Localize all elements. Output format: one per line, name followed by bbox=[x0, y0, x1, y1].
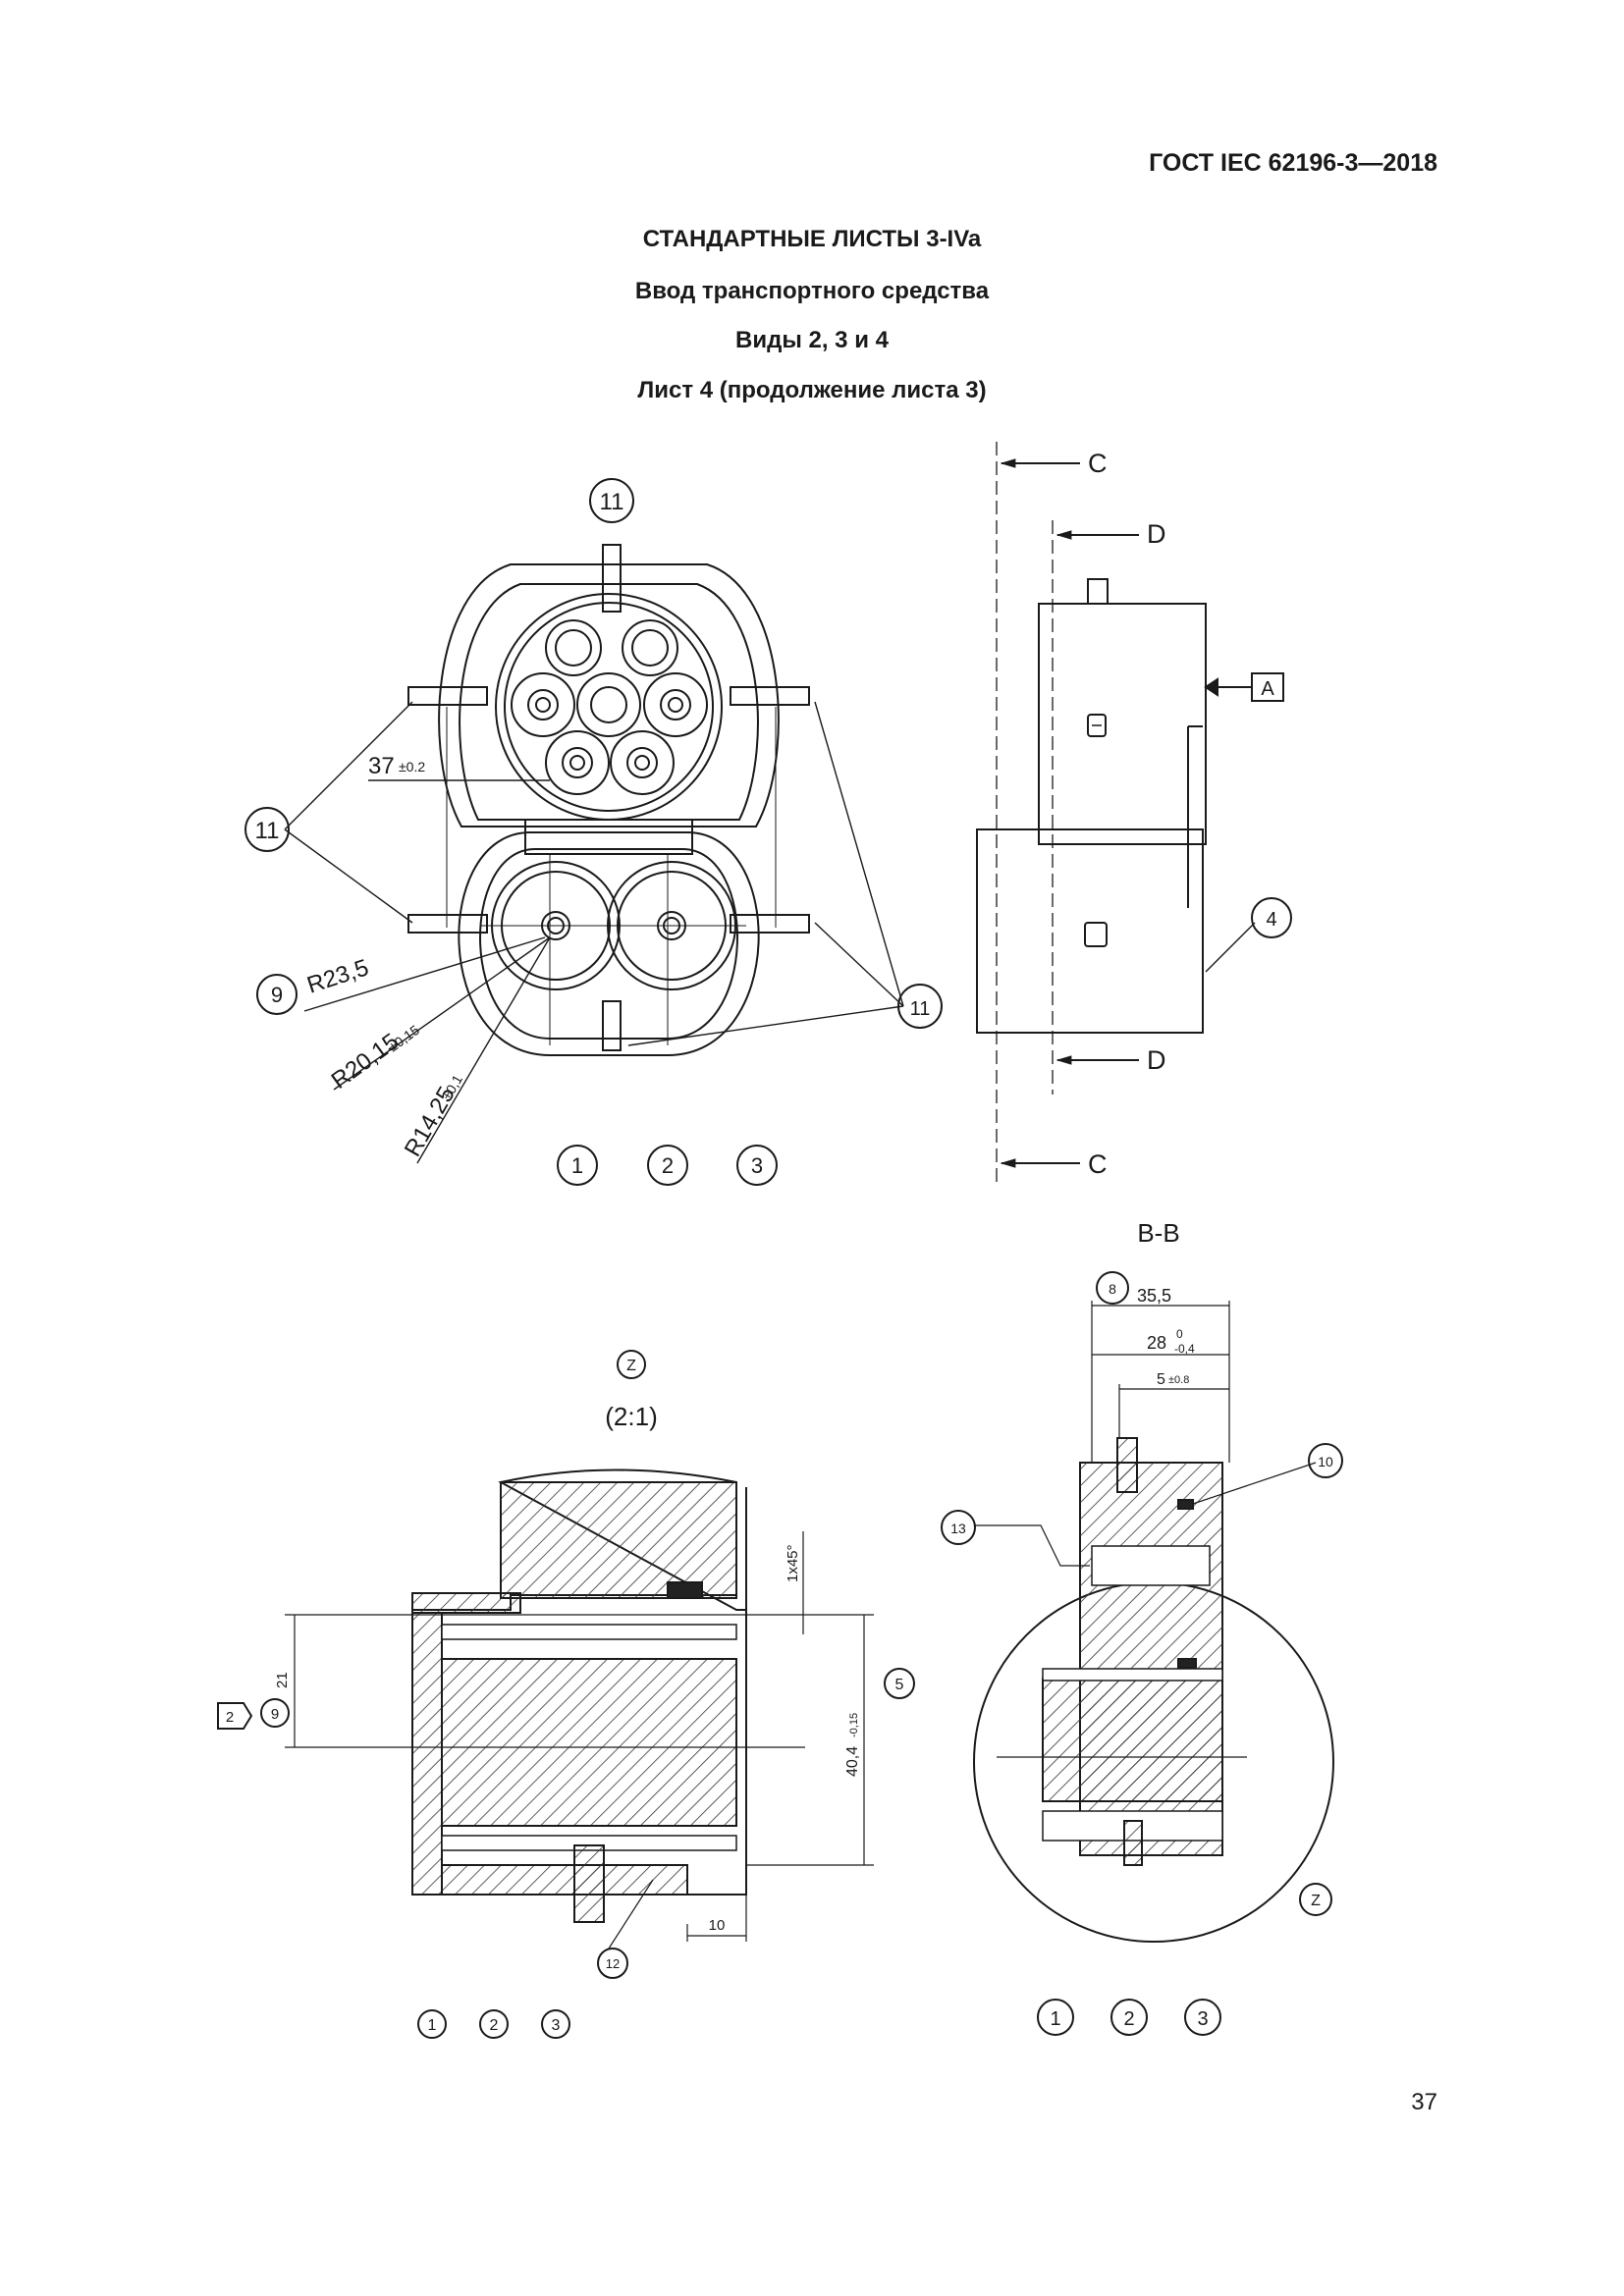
variant-2: 2 bbox=[662, 1153, 674, 1178]
side-view bbox=[976, 442, 1292, 1183]
standard-number: ГОСТ IEC 62196-3—2018 bbox=[1149, 149, 1437, 177]
variant-1: 1 bbox=[1050, 2008, 1060, 2030]
callout-11-right-label: 11 bbox=[910, 998, 931, 1020]
dim-40-4-tol: -0,15 bbox=[848, 1713, 860, 1737]
section-bb-label: B-B bbox=[1137, 1218, 1179, 1248]
section-d-bottom: D bbox=[1147, 1045, 1166, 1075]
dim-37: 37 bbox=[368, 753, 395, 779]
datum-a-box bbox=[1251, 672, 1284, 702]
section-d-top: D bbox=[1147, 519, 1166, 549]
subject-title: Ввод транспортного средства bbox=[634, 278, 990, 304]
datum-a-label: A bbox=[1261, 678, 1274, 700]
section-bb bbox=[941, 1271, 1343, 2036]
variant-1: 1 bbox=[571, 1153, 583, 1178]
housing-upper-inner bbox=[459, 583, 759, 821]
callout-11-top-label: 11 bbox=[600, 489, 624, 515]
page-number: 37 bbox=[1411, 2089, 1437, 2115]
callout-9 bbox=[256, 974, 298, 1015]
variant-3: 3 bbox=[552, 2017, 561, 2034]
sheet-info: Лист 4 (продолжение листа 3) bbox=[637, 377, 987, 403]
dim-28: 28 bbox=[1147, 1333, 1166, 1353]
callout-9-label: 9 bbox=[271, 983, 283, 1007]
callout-4 bbox=[1251, 897, 1292, 938]
detail-z-scale: (2:1) bbox=[605, 1402, 657, 1431]
callout-10-label: 10 bbox=[1318, 1454, 1333, 1469]
radius-mid-tol: ±0,15 bbox=[385, 1022, 422, 1055]
detail-z-label: Z bbox=[626, 1358, 636, 1374]
variant-3: 3 bbox=[751, 1153, 763, 1178]
callout-5-label: 5 bbox=[895, 1677, 904, 1693]
dim-28-lower: -0,4 bbox=[1174, 1342, 1195, 1356]
ac-pins bbox=[511, 619, 708, 795]
housing-neck bbox=[524, 820, 693, 855]
dim-21: 21 bbox=[274, 1672, 291, 1688]
variant-1: 1 bbox=[428, 2017, 437, 2034]
variant-3: 3 bbox=[1197, 2008, 1208, 2030]
front-view bbox=[244, 478, 943, 1186]
dim-5-tol: ±0.8 bbox=[1168, 1374, 1189, 1386]
datum-2: 2 bbox=[226, 1709, 234, 1726]
dim-10: 10 bbox=[709, 1917, 726, 1934]
callout-12-label: 12 bbox=[606, 1956, 620, 1971]
housing-lower-inner bbox=[479, 848, 738, 1040]
section-c-bottom: C bbox=[1088, 1149, 1108, 1179]
chamfer-1x45: 1x45° bbox=[785, 1544, 801, 1582]
section-c-top: C bbox=[1088, 449, 1108, 478]
callout-8-label: 8 bbox=[1109, 1281, 1116, 1297]
callout-13-label: 13 bbox=[950, 1521, 966, 1536]
ac-inlet-ring bbox=[495, 593, 723, 821]
callout-11-left bbox=[244, 807, 290, 852]
callout-11-left-label: 11 bbox=[255, 818, 280, 844]
radius-outer: R23,5 bbox=[304, 954, 372, 998]
callout-4-label: 4 bbox=[1266, 909, 1276, 931]
views-title: Виды 2, 3 и 4 bbox=[735, 327, 889, 353]
callout-11-right bbox=[897, 984, 943, 1029]
detail-z bbox=[217, 1350, 915, 2039]
dim-35-5: 35,5 bbox=[1137, 1286, 1171, 1306]
dim-37-tol: ±0.2 bbox=[399, 759, 425, 774]
dim-28-upper: 0 bbox=[1176, 1327, 1183, 1341]
variant-2: 2 bbox=[1123, 2008, 1134, 2030]
variant-2: 2 bbox=[490, 2017, 499, 2034]
callout-11-top bbox=[589, 478, 634, 523]
sheet-title: СТАНДАРТНЫЕ ЛИСТЫ 3-IVa bbox=[642, 226, 982, 252]
callout-9-label: 9 bbox=[271, 1706, 279, 1723]
detail-z-marker: Z bbox=[1311, 1893, 1321, 1909]
dim-40-4: 40,4 bbox=[844, 1746, 861, 1777]
dim-5: 5 bbox=[1157, 1371, 1165, 1388]
housing-upper-outer bbox=[438, 563, 780, 828]
housing-lower-outer bbox=[458, 831, 760, 1056]
